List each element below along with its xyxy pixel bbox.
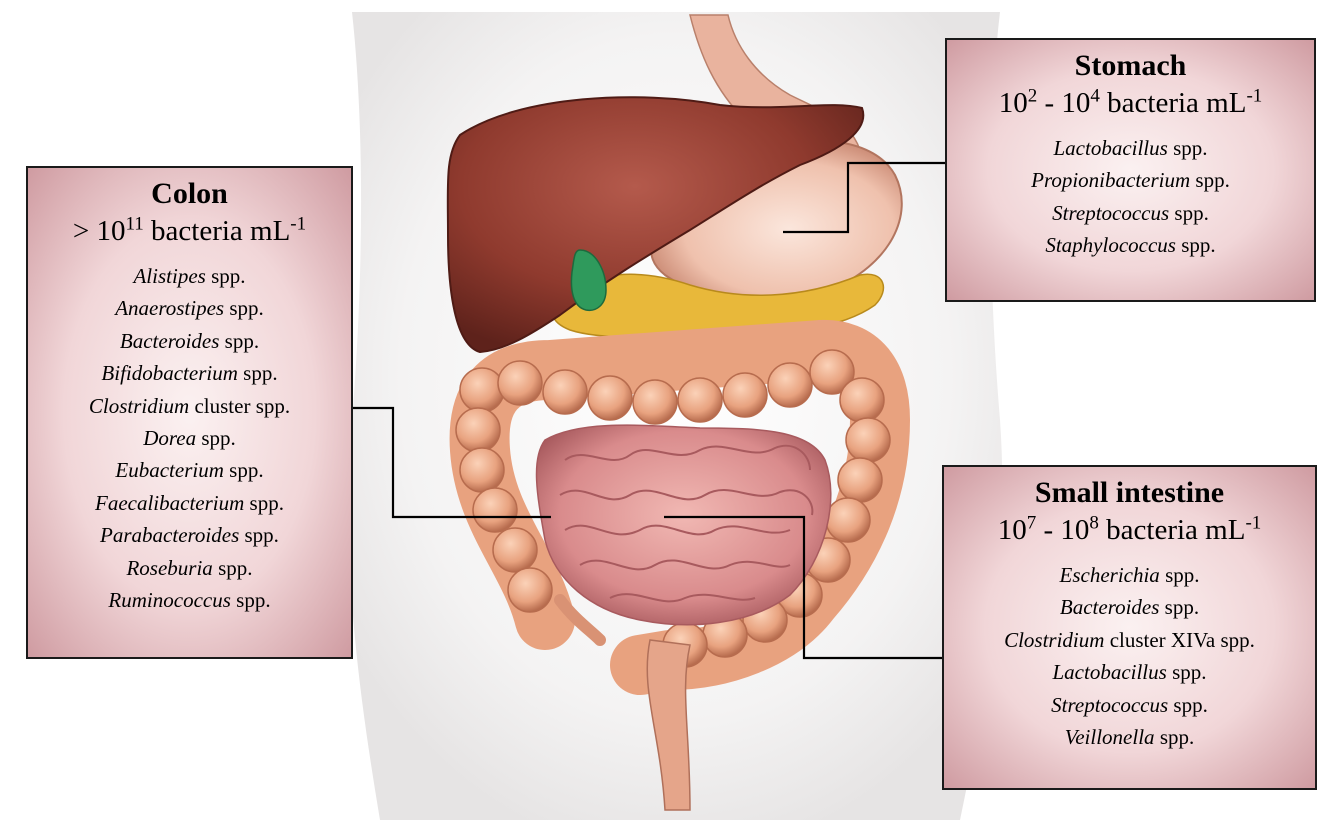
small-intestine-callout: Small intestine 107 - 108 bacteria mL-1 … — [942, 465, 1317, 790]
genus-item: Bifidobacterium spp. — [101, 361, 278, 386]
genus-item: Ruminococcus spp. — [108, 588, 271, 613]
stomach-genera-list: Lactobacillus spp. Propionibacterium spp… — [947, 132, 1314, 262]
small-intestine-leader-line — [664, 515, 942, 660]
genus-item: Parabacteroides spp. — [100, 523, 279, 548]
genus-item: Bacteroides spp. — [119, 328, 260, 353]
conc-base: 10 — [96, 215, 126, 247]
genus-item: Faecalibacterium spp. — [95, 490, 284, 515]
small-intestine-title: Small intestine — [1034, 476, 1225, 509]
conc-separator: - — [1037, 87, 1062, 119]
conc-unit-exponent: -1 — [1245, 512, 1262, 534]
stomach-concentration: 102 - 104 bacteria mL-1 — [947, 86, 1314, 120]
conc-unit-exponent: -1 — [1246, 85, 1263, 107]
genus-item: Lactobacillus spp. — [1052, 660, 1207, 685]
genus-item: Escherichia spp. — [1059, 563, 1200, 587]
genus-item: Anaerostipes spp. — [115, 296, 264, 321]
conc-unit: bacteria mL — [1098, 514, 1246, 546]
genus-item: Lactobacillus spp. — [1053, 136, 1208, 160]
conc-unit-exponent: -1 — [290, 213, 307, 235]
conc-exponent: 11 — [125, 213, 144, 235]
colon-title: Colon — [151, 177, 228, 210]
conc-exponent: 2 — [1027, 85, 1038, 107]
conc-exponent: 8 — [1089, 512, 1099, 534]
genus-item: Streptococcus spp. — [1052, 200, 1209, 225]
genus-item: Veillonella spp. — [1064, 725, 1195, 750]
stomach-title: Stomach — [1074, 49, 1187, 82]
conc-base: 10 — [998, 87, 1028, 119]
conc-exponent: 7 — [1026, 512, 1037, 534]
conc-separator: - — [1036, 514, 1061, 546]
small-intestine-loops — [559, 444, 814, 603]
conc-base: 10 — [1060, 514, 1090, 546]
gallbladder-organ — [570, 249, 607, 312]
genus-item: Eubacterium spp. — [115, 458, 264, 483]
stomach-leader-line — [783, 161, 945, 234]
rectum — [646, 639, 691, 811]
small-intestine-genera-list: Escherichia spp. Bacteroides spp. Clostr… — [944, 559, 1315, 753]
genus-item: Bacteroides spp. — [1059, 595, 1200, 620]
colon-genera-list: Alistipes spp. Anaerostipes spp. Bactero… — [28, 260, 351, 616]
liver-organ — [446, 96, 865, 354]
conc-unit: bacteria mL — [1099, 87, 1247, 119]
conc-base: 10 — [997, 514, 1027, 546]
colon-leader-line — [353, 406, 551, 519]
small-intestine-concentration: 107 - 108 bacteria mL-1 — [944, 513, 1315, 547]
genus-item: Roseburia spp. — [126, 555, 253, 580]
genus-item: Staphylococcus spp. — [1045, 233, 1216, 258]
conc-exponent: 4 — [1090, 85, 1100, 107]
colon-callout: Colon > 1011 bacteria mL-1 Alistipes spp… — [26, 166, 353, 659]
appendix — [554, 594, 606, 646]
genus-item: Alistipes spp. — [133, 264, 246, 288]
genus-item: Dorea spp. — [143, 426, 236, 451]
conc-unit: bacteria mL — [143, 215, 291, 247]
small-intestine-organ — [535, 424, 832, 626]
colon-haustra — [455, 349, 891, 668]
genus-item: Clostridium cluster spp. — [88, 393, 291, 418]
stomach-callout: Stomach 102 - 104 bacteria mL-1 Lactobac… — [945, 38, 1316, 302]
genus-item: Streptococcus spp. — [1051, 692, 1208, 717]
colon-concentration: > 1011 bacteria mL-1 — [28, 214, 351, 248]
conc-base: 10 — [1061, 87, 1091, 119]
genus-item: Propionibacterium spp. — [1031, 168, 1230, 193]
conc-prefix: > — [72, 215, 97, 247]
genus-item: Clostridium cluster XIVa spp. — [1004, 627, 1255, 652]
